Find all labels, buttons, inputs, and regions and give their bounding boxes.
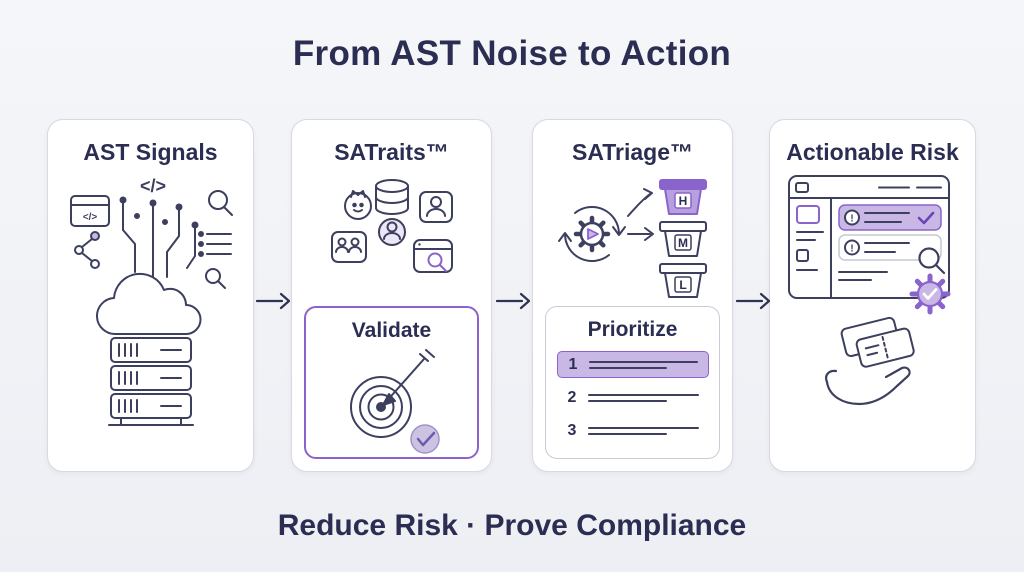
bucket-medium-label: M [678, 236, 688, 250]
user-card-icon [418, 191, 453, 223]
graph-nodes-icon [73, 231, 100, 269]
bucket-low-label: L [679, 278, 686, 292]
ast-signals-illustration: </> </> [48, 172, 253, 434]
server-stack-icon [107, 337, 194, 426]
bucket-high-label: H [678, 194, 687, 208]
ast-signals-icon: </> </> [69, 176, 233, 426]
search-icon [207, 190, 233, 216]
inspect-icon [917, 247, 945, 275]
priority-number-3: 3 [567, 421, 577, 439]
check-circle-icon [409, 424, 440, 454]
card-satriage-title: SATriage™ [572, 139, 693, 165]
card-satriage: SATriage™ [532, 119, 733, 472]
scan-browser-icon [412, 239, 453, 273]
search-small-icon [204, 268, 226, 289]
card-ast-signals-title: AST Signals [83, 139, 218, 165]
code-window-icon: </> [69, 195, 110, 227]
alert-row-open: ! [837, 234, 942, 261]
alert-glyph-2: ! [850, 244, 853, 255]
prioritize-title: Prioritize [587, 318, 678, 341]
card-actionable-risk: Actionable Risk [769, 119, 976, 472]
code-glyph-icon: </> [139, 176, 165, 196]
gear-play-icon [573, 215, 610, 253]
gear-check-icon [909, 273, 950, 315]
validate-illustration [306, 349, 477, 459]
triage-icon: H M L [557, 179, 707, 298]
risk-dashboard-icon: ! ! [787, 175, 950, 406]
priority-number-2: 2 [567, 388, 577, 406]
satriage-illustration: H M L [533, 172, 732, 300]
card-ast-signals: AST Signals </> </> [47, 119, 254, 472]
priority-lines-2 [587, 393, 699, 402]
priority-lines-3 [587, 426, 699, 435]
priority-number-1: 1 [568, 355, 578, 373]
validate-panel: Validate [304, 306, 479, 459]
routing-arrows-icon [626, 188, 654, 241]
circuit-traces-icon [119, 196, 198, 278]
satraits-illustration [292, 172, 491, 290]
user-circle-icon [377, 218, 406, 246]
flow-arrow-2 [496, 291, 530, 311]
tagline: Reduce Risk · Prove Compliance [277, 509, 747, 542]
bucket-high-icon: H [658, 179, 707, 215]
avatar-icon [343, 190, 372, 220]
bucket-medium-icon: M [658, 221, 707, 257]
flow-arrow-1 [256, 291, 290, 311]
svg-text:</>: </> [82, 212, 97, 223]
priority-row-3: 3 [557, 417, 709, 444]
cycle-arrows-icon [557, 206, 626, 262]
priority-row-2: 2 [557, 384, 709, 411]
hand-icon [824, 366, 911, 406]
bucket-low-icon: L [658, 263, 707, 298]
card-satraits-title: SATraits™ [334, 139, 449, 165]
card-actionable-risk-title: Actionable Risk [786, 139, 959, 165]
tickets-icon [840, 316, 915, 368]
prioritize-panel: Prioritize 1 2 3 [545, 306, 720, 459]
priority-lines-1 [588, 360, 698, 369]
priority-row-1: 1 [556, 351, 709, 378]
priority-list: 1 2 3 [556, 351, 709, 444]
flow-arrow-3 [736, 291, 770, 311]
list-lines-icon [197, 231, 232, 257]
satraits-icon [330, 179, 453, 273]
page-title: From AST Noise to Action [292, 34, 732, 73]
cloud-icon [95, 272, 201, 336]
dart-icon [381, 349, 435, 406]
alert-row-resolved: ! [837, 204, 942, 231]
card-satraits: SATraits™ [291, 119, 492, 472]
actionable-risk-illustration: ! ! [770, 172, 975, 430]
alert-glyph: ! [850, 214, 853, 225]
team-card-icon [330, 231, 367, 263]
validate-title: Validate [351, 319, 432, 342]
database-icon [374, 179, 409, 215]
target-icon [349, 349, 440, 454]
